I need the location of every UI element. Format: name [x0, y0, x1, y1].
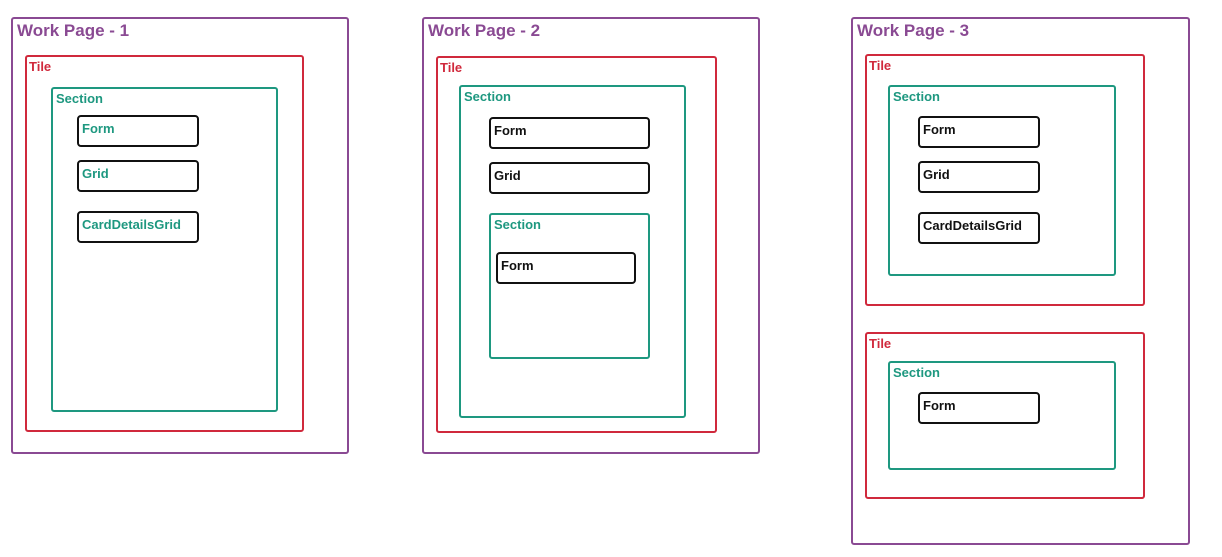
- component-label: Grid: [494, 168, 521, 183]
- tile: Tile Section Form Grid CardDetailsGrid: [25, 55, 304, 432]
- tile-label: Tile: [29, 59, 52, 74]
- section: Section Form Grid CardDetailsGrid: [51, 87, 278, 412]
- work-page-1: Work Page - 1 Tile Section Form Grid Car…: [11, 17, 349, 454]
- tile: Tile Section Form Grid CardDetailsGrid: [865, 54, 1145, 306]
- component-label: Form: [923, 122, 956, 137]
- work-page-2: Work Page - 2 Tile Section Form Grid Sec…: [422, 17, 760, 454]
- card-details-grid-component: CardDetailsGrid: [918, 212, 1040, 244]
- section: Section Form: [888, 361, 1116, 470]
- tile-label: Tile: [869, 336, 892, 351]
- component-label: CardDetailsGrid: [923, 218, 1022, 233]
- component-label: Form: [494, 123, 527, 138]
- component-label: CardDetailsGrid: [82, 217, 181, 232]
- section-label: Section: [464, 89, 511, 104]
- nested-section: Section Form: [489, 213, 650, 359]
- tile-label: Tile: [869, 58, 892, 73]
- grid-component: Grid: [489, 162, 650, 194]
- section-label: Section: [494, 217, 541, 232]
- form-component: Form: [489, 117, 650, 149]
- section-label: Section: [893, 365, 940, 380]
- component-label: Form: [923, 398, 956, 413]
- tile: Tile Section Form Grid Section Form: [436, 56, 717, 433]
- section-label: Section: [893, 89, 940, 104]
- form-component: Form: [918, 392, 1040, 424]
- form-component: Form: [918, 116, 1040, 148]
- grid-component: Grid: [918, 161, 1040, 193]
- section: Section Form Grid Section Form: [459, 85, 686, 418]
- work-page-title: Work Page - 2: [428, 21, 541, 40]
- work-page-title: Work Page - 1: [17, 21, 130, 40]
- component-label: Form: [501, 258, 534, 273]
- work-page-title: Work Page - 3: [857, 21, 970, 40]
- form-component: Form: [496, 252, 636, 284]
- section-label: Section: [56, 91, 103, 106]
- tile: Tile Section Form: [865, 332, 1145, 499]
- component-label: Grid: [923, 167, 950, 182]
- work-page-3: Work Page - 3 Tile Section Form Grid Car…: [851, 17, 1190, 545]
- component-label: Form: [82, 121, 115, 136]
- card-details-grid-component: CardDetailsGrid: [77, 211, 199, 243]
- section: Section Form Grid CardDetailsGrid: [888, 85, 1116, 276]
- tile-label: Tile: [440, 60, 463, 75]
- grid-component: Grid: [77, 160, 199, 192]
- component-label: Grid: [82, 166, 109, 181]
- form-component: Form: [77, 115, 199, 147]
